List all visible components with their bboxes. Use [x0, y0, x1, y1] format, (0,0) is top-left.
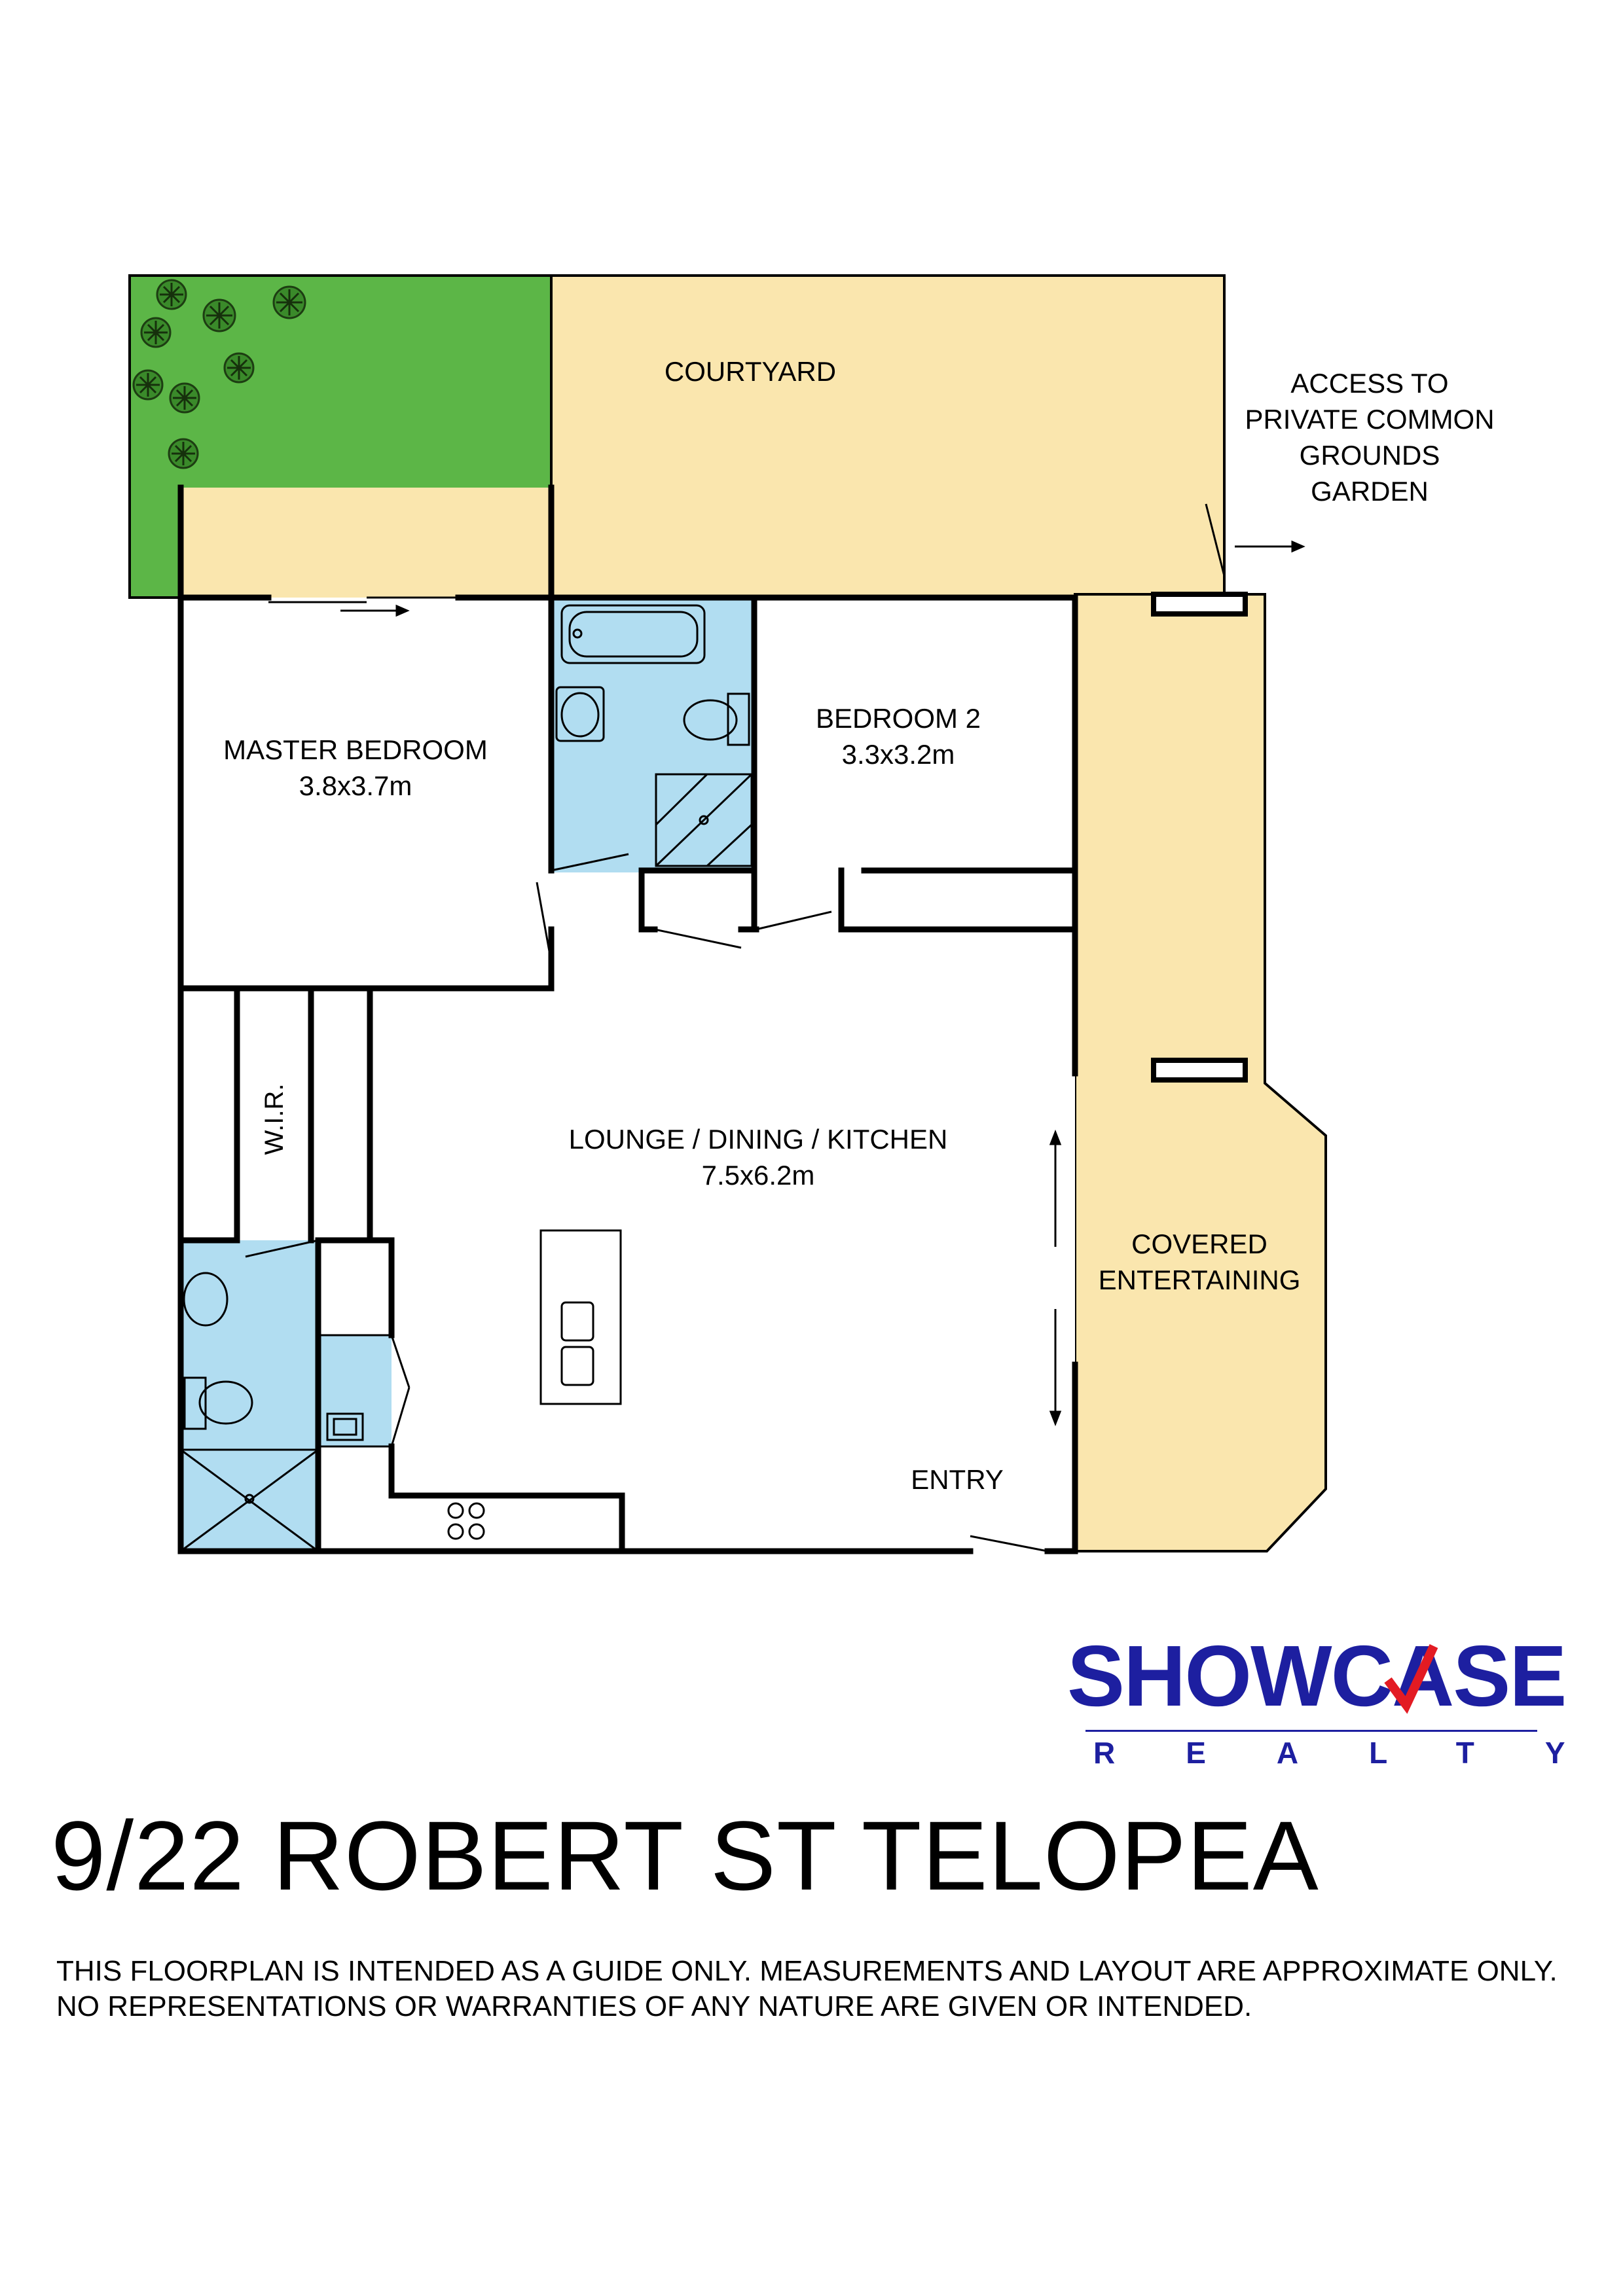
access-label-1: ACCESS TO: [1290, 368, 1448, 399]
courtyard-label: COURTYARD: [665, 356, 836, 387]
living-label: LOUNGE / DINING / KITCHEN: [569, 1124, 948, 1155]
wir-label: W.I.R.: [260, 1084, 289, 1155]
logo-divider: [1085, 1730, 1537, 1732]
master-bedroom-label: MASTER BEDROOM: [223, 734, 488, 765]
access-label-4: GARDEN: [1311, 476, 1429, 507]
showcase-realty-logo: SHOWCASE REALTY: [1067, 1633, 1623, 1784]
covered-label-1: COVERED: [1131, 1229, 1267, 1259]
property-address: 9/22 ROBERT ST TELOPEA: [51, 1801, 1319, 1910]
entry-label: ENTRY: [911, 1464, 1004, 1495]
logo-brand: SHOWCASE: [1067, 1628, 1567, 1724]
courtyard-area: [550, 274, 1226, 599]
post-1: [1151, 592, 1248, 617]
logo-sub: REALTY: [1093, 1736, 1623, 1770]
tree-icons: [132, 279, 306, 469]
access-label-3: GROUNDS: [1300, 440, 1440, 471]
logo-tick-icon: [1384, 1644, 1438, 1714]
living-size: 7.5x6.2m: [702, 1160, 815, 1191]
disclaimer: THIS FLOORPLAN IS INTENDED AS A GUIDE ON…: [56, 1955, 1558, 2022]
main-bathroom: [551, 598, 754, 872]
walls: [177, 484, 1078, 1554]
covered-label-2: ENTERTAINING: [1099, 1265, 1301, 1295]
post-2: [1151, 1058, 1248, 1083]
fixtures: [179, 503, 1226, 1552]
bedroom-2-size: 3.3x3.2m: [842, 739, 955, 770]
bedroom-2-label: BEDROOM 2: [816, 703, 981, 734]
floorplan: COURTYARD ACCESS TO PRIVATE COMMON GROUN…: [128, 274, 1495, 1554]
courtyard-strip: [181, 488, 551, 598]
arrow-icons: [340, 540, 1305, 1427]
master-bedroom-size: 3.8x3.7m: [299, 770, 412, 801]
interior-floor: [181, 598, 1075, 1551]
access-label-2: PRIVATE COMMON: [1245, 404, 1494, 435]
